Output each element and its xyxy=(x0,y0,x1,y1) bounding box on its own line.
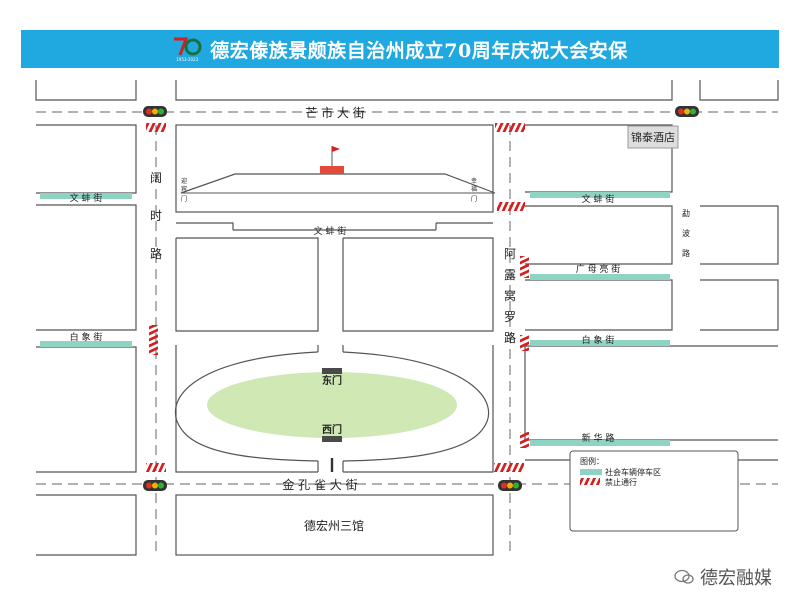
traffic-light-icon xyxy=(143,106,167,117)
no-entry-marker xyxy=(520,256,529,278)
street-kuoshi-3: 路 xyxy=(150,246,162,261)
street-aluwoluo-4: 罗 xyxy=(504,310,516,324)
gate-xing-3: 门 xyxy=(471,195,477,203)
legend-parking-swatch xyxy=(580,469,602,475)
west-gate-label: 西门 xyxy=(322,423,342,436)
street-aluwoluo-5: 路 xyxy=(504,330,516,345)
street-yubo-3: 路 xyxy=(682,248,690,258)
gate-xing-1: 幸 xyxy=(471,177,477,185)
no-entry-markers xyxy=(146,123,529,472)
no-entry-marker xyxy=(146,463,166,472)
legend-no-entry-swatch xyxy=(580,478,600,485)
traffic-light-icon xyxy=(675,106,699,117)
street-mangshi: 芒 市 大 街 xyxy=(305,105,364,120)
gate-ying-1: 迎 xyxy=(181,177,187,185)
street-xinhua: 新 华 路 xyxy=(582,432,615,444)
street-yubo-1: 勐 xyxy=(682,208,690,218)
building-sanguan: 德宏州三馆 xyxy=(304,518,364,533)
gate-ying-3: 门 xyxy=(181,195,187,203)
watermark: 德宏融媒 xyxy=(674,564,772,590)
anniversary-logo: 1953-2023 xyxy=(172,36,202,62)
street-guangmu: 广 母 亮 街 xyxy=(576,263,621,275)
no-entry-marker xyxy=(497,202,525,211)
street-aluwoluo-1: 阿 xyxy=(504,247,516,261)
hotel-box xyxy=(627,125,679,149)
legend-title: 图例： xyxy=(580,456,604,466)
legend-no-entry-label: 禁止通行 xyxy=(605,477,637,487)
street-yubo-2: 波 xyxy=(682,228,690,238)
assembly-building xyxy=(180,146,496,194)
traffic-light-icon xyxy=(498,480,522,491)
street-baixiang-left: 白 象 街 xyxy=(70,331,103,343)
no-entry-marker xyxy=(520,335,529,351)
street-jinkongque: 金 孔 雀 大 街 xyxy=(282,477,357,492)
chat-bubble-icon xyxy=(674,569,694,584)
flag-icon xyxy=(332,146,340,152)
watermark-text: 德宏融媒 xyxy=(700,568,772,589)
street-baixiang-right: 白 象 街 xyxy=(582,334,615,346)
rostrum xyxy=(320,166,344,174)
east-gate-label: 东门 xyxy=(322,374,342,387)
street-wenbeng-right: 文 蚌 街 xyxy=(582,193,615,205)
no-entry-marker xyxy=(495,123,525,132)
no-entry-marker xyxy=(520,432,529,448)
logo-caption: 1953-2023 xyxy=(176,57,199,62)
street-kuoshi-2: 时 xyxy=(150,209,162,223)
parking-zones xyxy=(40,192,670,446)
page-title: 德宏傣族景颇族自治州成立70周年庆祝大会安保 xyxy=(210,39,628,62)
hotel-label: 锦泰酒店 xyxy=(631,130,675,144)
east-gate-marker xyxy=(322,368,342,374)
no-entry-marker xyxy=(146,123,166,132)
legend-parking-label: 社会车辆停车区 xyxy=(605,467,661,477)
no-entry-marker xyxy=(149,325,158,355)
stadium-field xyxy=(207,372,457,438)
street-wenbeng-center: 文 蚌 街 xyxy=(314,225,347,237)
street-aluwoluo-2: 露 xyxy=(504,268,516,282)
legend: 图例： 社会车辆停车区 禁止通行 xyxy=(569,450,739,532)
no-entry-marker xyxy=(494,463,524,472)
title-banner: 1953-2023 德宏傣族景颇族自治州成立70周年庆祝大会安保 xyxy=(21,30,779,68)
traffic-lights xyxy=(143,106,699,491)
street-aluwoluo-3: 窝 xyxy=(504,288,516,303)
logo-70-icon xyxy=(174,37,202,56)
street-wenbeng-left: 文 蚌 街 xyxy=(70,192,103,204)
street-kuoshi-1: 阔 xyxy=(150,171,162,185)
traffic-light-icon xyxy=(143,480,167,491)
west-gate-marker xyxy=(322,436,342,442)
gate-ying-2: 宾 xyxy=(181,185,187,193)
gate-xing-2: 福 xyxy=(471,185,477,193)
